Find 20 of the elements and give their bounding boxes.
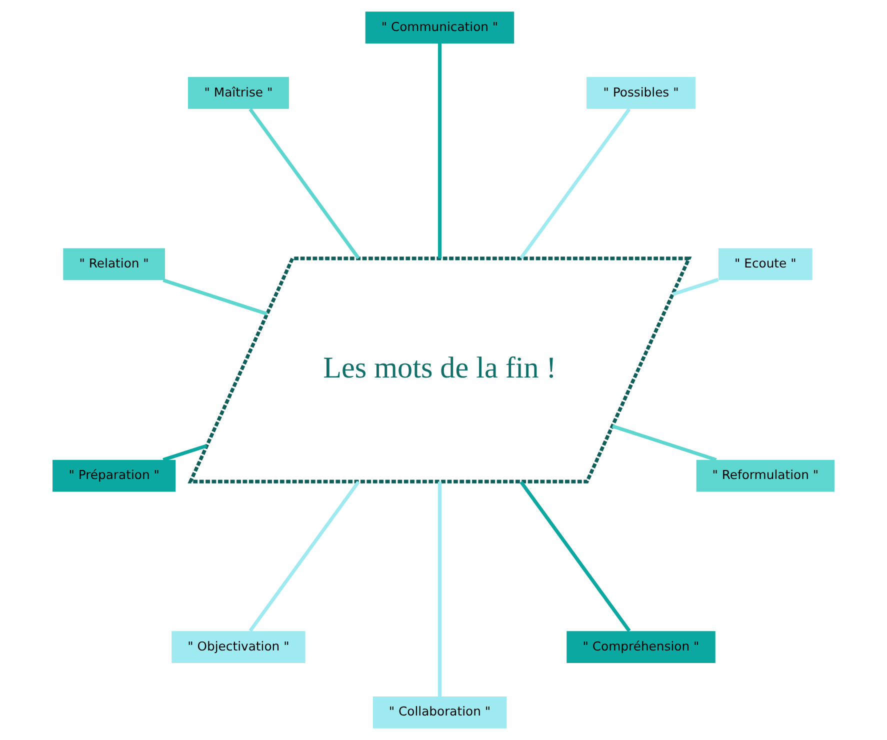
node-box: " Collaboration " bbox=[372, 696, 507, 728]
connector bbox=[162, 444, 208, 462]
node-box: " Compréhension " bbox=[566, 631, 716, 663]
node-box: " Relation " bbox=[63, 248, 165, 280]
node-box: " Maîtrise " bbox=[188, 77, 289, 109]
connector bbox=[162, 278, 268, 316]
connector bbox=[672, 278, 719, 296]
node-box: " Possibles " bbox=[586, 77, 696, 109]
node-box: " Ecoute " bbox=[718, 248, 812, 280]
connector bbox=[438, 482, 442, 696]
connector bbox=[612, 424, 717, 462]
node-box: " Reformulation " bbox=[696, 460, 834, 492]
node-box: " Préparation " bbox=[52, 460, 176, 492]
connector bbox=[438, 44, 442, 258]
connector bbox=[520, 108, 631, 260]
connector bbox=[248, 108, 360, 260]
node-box: " Communication " bbox=[365, 12, 514, 44]
connector bbox=[248, 480, 360, 632]
node-box: " Objectivation " bbox=[172, 631, 306, 663]
connector bbox=[520, 480, 631, 632]
